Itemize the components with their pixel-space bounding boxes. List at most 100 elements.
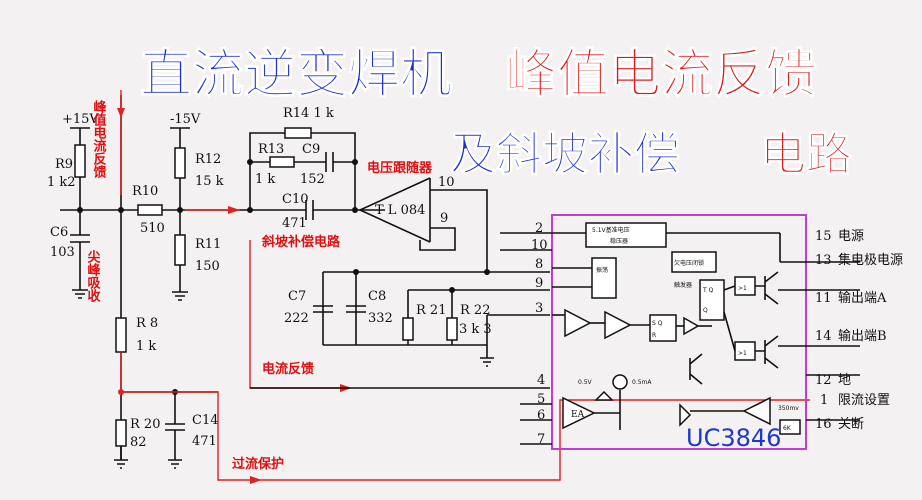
pin-14-label: 输出端B: [838, 328, 887, 344]
pin-2: 2: [535, 221, 543, 236]
resistor-r14: [284, 127, 312, 139]
ground-icon: [72, 289, 88, 299]
resistor-r8: [115, 317, 127, 353]
slope-comp-label: 斜坡补偿电路: [261, 234, 341, 250]
title-line2-red: 电路: [760, 127, 853, 181]
ic-current-source: [612, 374, 628, 390]
pin-13-label: 集电极电源: [838, 252, 903, 268]
pin-8: 8: [535, 257, 543, 272]
svg-text:稳压器: 稳压器: [610, 237, 628, 245]
pin-10: 10: [531, 238, 548, 253]
ic-0-5ma-label: 0.5mA: [632, 379, 652, 386]
opamp-section: R14 1 k R13 1 k C9 152 C10 471 T L 084 1…: [247, 106, 490, 275]
ic-sr-latch: [649, 314, 677, 342]
lower-left: R 8 1 k R 20 82 C14 471 电流反馈 过流保护: [114, 240, 810, 484]
pin-7: 7: [537, 432, 545, 447]
ic-error-amp: [562, 396, 596, 430]
r22-value: 3 k 3: [459, 322, 492, 337]
r10-value: 510: [140, 221, 165, 236]
ground-icon: [172, 291, 188, 301]
c6-value: 103: [50, 245, 75, 260]
ic-6k-label: 6K: [783, 425, 792, 432]
c10-label: C10: [282, 192, 309, 207]
pin-1-label: 限流设置: [838, 393, 890, 408]
r11-label: R11: [195, 237, 221, 252]
ground-icon: [114, 459, 128, 469]
c8-label: C8: [368, 289, 386, 304]
pin-11-label: 输出端A: [838, 290, 887, 306]
supply-neg-label: -15V: [170, 112, 201, 127]
resistor-r21: [402, 317, 414, 341]
pin-12-num: 12: [815, 373, 832, 388]
ic-pins-right: 15 电源 13 集电极电源 11 输出端A 14 输出端B 12 地 1 限流…: [815, 229, 903, 432]
title-line1-blue: 直流逆变焊机: [140, 45, 452, 105]
ic-reference-block: [585, 222, 667, 248]
svg-text:>1: >1: [738, 285, 747, 292]
pin-11-num: 11: [815, 291, 832, 306]
svg-text:>1: >1: [738, 350, 747, 357]
opamp-tl084: [358, 177, 431, 243]
resistor-r9: [74, 144, 86, 178]
pin-1-num: 1: [820, 393, 828, 408]
c6-label: C6: [50, 225, 68, 240]
opamp-label: T L 084: [375, 203, 425, 218]
ic-flipflop-block: [699, 279, 725, 321]
pin-13-num: 13: [815, 253, 832, 268]
ground-icon: [480, 357, 494, 367]
uc3846-ic: 2 10 8 9 3 4 5 6 7 5.1V基准电压 稳压器 振荡 欠电压闭锁…: [500, 214, 860, 452]
pin-4: 4: [537, 373, 545, 388]
svg-text:S Q: S Q: [652, 320, 663, 327]
peak-absorb-label: 尖峰吸收: [85, 249, 101, 303]
pin-5: 5: [537, 392, 545, 407]
ic-transistor-b: [755, 335, 779, 369]
ic-outline: [551, 214, 807, 450]
ic-uvlo-label: 欠电压闭锁: [674, 259, 704, 267]
r10-label: R10: [132, 184, 158, 199]
pin-15-num: 15: [815, 229, 832, 244]
svg-text:R: R: [652, 332, 656, 339]
opamp-pin-in: 9: [440, 211, 448, 226]
r20-label: R 20: [130, 417, 160, 432]
r9-value: 1 k2: [47, 175, 76, 190]
ic-ea-label: EA: [571, 410, 585, 420]
pin-6: 6: [537, 408, 545, 423]
title-line2-blue: 及斜坡补偿: [450, 127, 680, 181]
ic-350mv-label: 350mv: [778, 405, 799, 412]
r13-label: R13: [258, 142, 284, 157]
resistor-r11: [174, 234, 186, 266]
r20-value: 82: [130, 435, 147, 450]
r14-label: R14 1 k: [283, 106, 334, 121]
ground-icon: [168, 459, 182, 469]
svg-text:尖峰吸收: 尖峰吸收: [85, 249, 101, 303]
ic-6k-block: [779, 419, 801, 435]
resistor-r10: [137, 204, 163, 216]
c7-value: 222: [284, 311, 309, 326]
c7-label: C7: [288, 289, 306, 304]
pin-14-num: 14: [815, 329, 832, 344]
ic-uvlo-block: [671, 251, 717, 273]
resistor-r12: [174, 147, 186, 179]
current-feedback-label: 电流反馈: [262, 361, 314, 377]
svg-text:Q: Q: [703, 307, 708, 314]
pin-16-label: 关断: [838, 417, 864, 432]
rc-network: C7 222 C8 332 R 21 R 22 3 k 3: [284, 269, 550, 367]
resistor-r20: [115, 419, 127, 447]
ic-comparator-2: [604, 310, 632, 340]
voltage-follower-label: 电压跟随器: [367, 160, 433, 176]
pin-16-num: 16: [815, 417, 832, 432]
ic-comparator-1: [564, 308, 592, 338]
r22-label: R 22: [460, 303, 490, 318]
c10-value: 471: [282, 216, 307, 231]
svg-text:峰值电流反馈: 峰值电流反馈: [91, 99, 107, 179]
c14-value: 471: [192, 434, 217, 449]
r12-label: R12: [195, 152, 221, 167]
r8-label: R 8: [136, 316, 158, 331]
ic-trigger-label: 触发器: [674, 281, 692, 289]
r8-value: 1 k: [136, 339, 156, 354]
pin-3: 3: [535, 301, 543, 316]
r13-value: 1 k: [255, 172, 275, 187]
ic-npn-transistor: [689, 353, 703, 385]
c9-label: C9: [302, 142, 320, 157]
c8-value: 332: [368, 311, 393, 326]
